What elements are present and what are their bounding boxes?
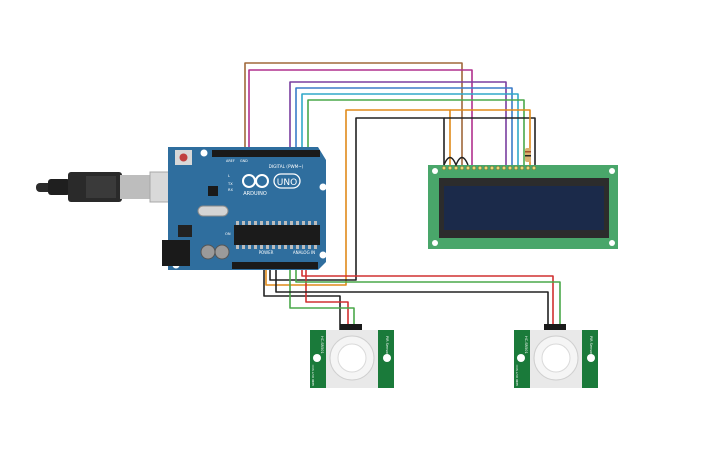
rx-label: RX	[228, 188, 233, 192]
wire-black-lcd[interactable]	[269, 117, 445, 281]
tx-label: TX	[227, 182, 233, 186]
usb-cable[interactable]	[36, 171, 177, 203]
wire-orange-lcd[interactable]	[265, 109, 451, 286]
pir-sensor-2[interactable]: HC-SR501 PIR Sensor GND OUT VCC	[514, 324, 598, 388]
wire-black-lcd2[interactable]	[444, 117, 536, 165]
pir-1-pins-label: GND OUT VCC	[311, 365, 315, 386]
on-label: ON	[225, 232, 231, 236]
l-label: L	[228, 174, 230, 178]
wire-blue[interactable]	[295, 87, 513, 165]
pir-1-label: HC-SR501	[320, 336, 324, 354]
pir-1-side-label: PIR Sensor	[385, 336, 389, 355]
digital-header[interactable]	[212, 150, 320, 157]
wire-black-pir1[interactable]	[263, 262, 341, 330]
pir-sensor-1[interactable]: HC-SR501 PIR Sensor GND OUT VCC	[310, 324, 394, 388]
arduino-logo	[242, 173, 301, 189]
lcd-screen	[444, 186, 604, 230]
brand-label: ARDUINO	[243, 191, 267, 197]
wire-green-pir1[interactable]	[289, 262, 355, 330]
gnd-label: GND	[240, 159, 248, 163]
lcd-pins	[441, 165, 537, 171]
pir-2-label: HC-SR501	[524, 336, 528, 354]
arduino-uno[interactable]: UNO ARDUINO DIGITAL (PWM~) POWER ANALOG …	[162, 147, 327, 270]
uno-label: UNO	[277, 178, 297, 188]
analog-label: ANALOG IN	[293, 250, 315, 255]
analog-header[interactable]	[232, 262, 318, 269]
wire-purple[interactable]	[289, 81, 507, 165]
wire-green-d[interactable]	[307, 99, 525, 165]
aref-label: AREF	[226, 159, 235, 163]
wire-cyan[interactable]	[301, 93, 519, 165]
lcd-display[interactable]	[428, 148, 618, 249]
wire-black-pir2[interactable]	[275, 262, 549, 330]
wires	[244, 62, 561, 330]
wire-orange-lcd2[interactable]	[450, 109, 531, 165]
digital-label: DIGITAL (PWM~)	[269, 164, 304, 169]
power-label: POWER	[259, 250, 274, 255]
pir-2-pins-label: GND OUT VCC	[515, 365, 519, 386]
wire-brown[interactable]	[244, 62, 463, 165]
wire-green-pir2[interactable]	[295, 262, 561, 330]
pir-2-side-label: PIR Sensor	[589, 336, 593, 355]
